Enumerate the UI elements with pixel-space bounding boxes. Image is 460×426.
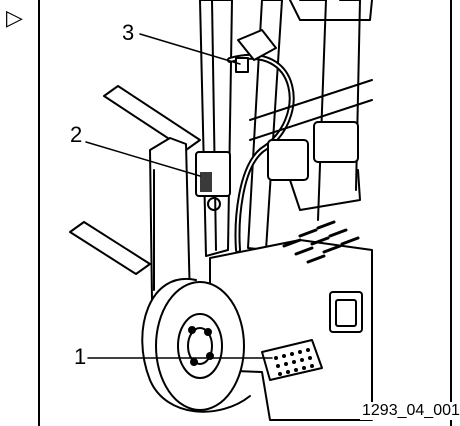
figure-frame-right — [450, 0, 452, 426]
component-2-box — [195, 151, 231, 211]
front-wheel — [141, 277, 251, 413]
vent-slots — [282, 220, 360, 264]
overhead-guard — [289, 0, 373, 21]
callout-3-label: 3 — [122, 20, 135, 45]
upper-fork-tine — [103, 85, 201, 151]
component-3-bracket — [235, 29, 277, 73]
callout-2-label: 2 — [70, 122, 83, 147]
figure-id-label: 1293_04_001 — [360, 402, 460, 420]
callout-1-label: 1 — [74, 344, 87, 369]
lower-fork-tine — [69, 221, 151, 275]
section-marker-icon: ▷ — [6, 6, 23, 31]
side-panel — [329, 291, 363, 333]
control-unit — [267, 139, 309, 181]
figure-frame-left — [38, 0, 40, 426]
leader-line-3 — [139, 33, 241, 65]
component-1-step — [261, 339, 323, 381]
leader-line-2 — [85, 141, 201, 177]
